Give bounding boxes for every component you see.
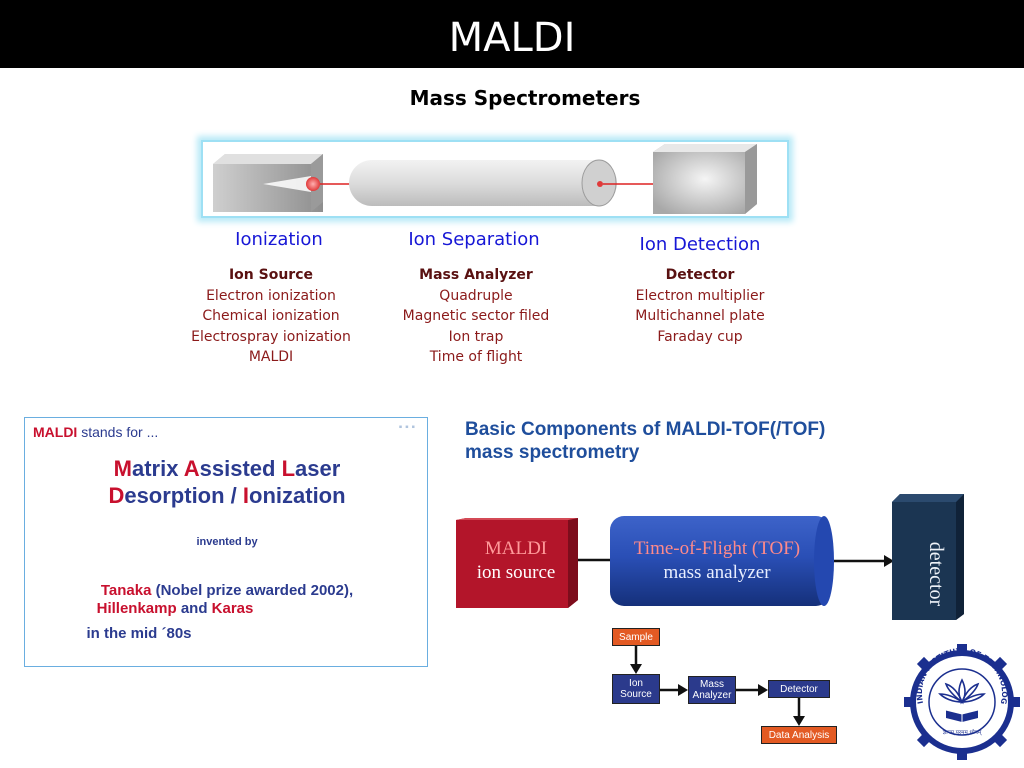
stage-ion-detection: Ion Detection [639, 234, 761, 255]
tanaka-name: Tanaka [100, 582, 152, 599]
mass-analyzer-text-2: Analyzer [692, 690, 732, 701]
maldi-source-label: MALDI ion source [456, 537, 576, 585]
letter-m: M [113, 456, 132, 481]
detector-box [892, 494, 964, 620]
stands-for-text: stands for ... [81, 424, 159, 440]
flow-ion-source: Ion Source [612, 674, 660, 704]
detector-box [653, 144, 757, 214]
lotus-icon [938, 678, 986, 705]
source-title: MALDI [484, 538, 548, 559]
tof-title: Time-of-Flight (TOF) [633, 538, 801, 559]
maldi-word: MALDI [33, 424, 78, 440]
letter-d: D [108, 483, 125, 508]
invented-by: invented by [196, 536, 258, 548]
list-item: Magnetic sector filed [402, 308, 550, 324]
iit-bombay-logo: INDIAN INSTITUTE OF TECHNOLOGY BOMBAY ज्… [902, 640, 1020, 760]
tof-label: Time-of-Flight (TOF) mass analyzer [612, 537, 822, 585]
corner-dots-icon: ▪ ▪ ▪ [398, 422, 415, 433]
letter-i: I [242, 483, 250, 508]
word-atrix: atrix [131, 456, 184, 481]
list-item: Electrospray ionization [191, 328, 351, 345]
and-word: and [176, 600, 212, 617]
tanaka-line: Tanaka (Nobel prize awarded 2002), [25, 582, 429, 599]
flow-mass-analyzer: Mass Analyzer [688, 676, 736, 704]
ion-source-text-2: Source [620, 689, 652, 700]
tof-sub: mass analyzer [663, 562, 771, 583]
column-head: Ion Source [228, 267, 314, 283]
tanaka-note: (Nobel prize awarded 2002), [151, 582, 354, 599]
list-item: Faraday cup [657, 328, 743, 345]
maldi-definition-box: MALDI stands for ... ▪ ▪ ▪ Matrix Assist… [24, 417, 428, 667]
stage-ion-separation: Ion Separation [408, 229, 540, 250]
maldi-tof-diagram [456, 494, 964, 620]
list-item: Multichannel plate [635, 308, 765, 324]
word-ssisted: ssisted [199, 456, 282, 481]
logo-motto: ज्ञानम् परमम् ध्येयम् [943, 729, 982, 736]
flow-arrow-right-2 [736, 684, 768, 696]
column-ion-source: Ion Source Electron ionization Chemical … [180, 265, 362, 368]
column-head: Mass Analyzer [419, 267, 533, 283]
source-sub: ion source [476, 562, 556, 583]
column-detector: Detector Electron multiplier Multichanne… [622, 265, 778, 347]
hillenkamp-name: Hillenkamp [96, 600, 177, 617]
stands-for-line: MALDI stands for ... [33, 424, 158, 440]
letter-l: L [281, 456, 296, 481]
flow-sample: Sample [612, 628, 660, 646]
ionization-point [306, 177, 320, 191]
stage-ionization: Ionization [235, 229, 323, 250]
slide-subtitle: Mass Spectrometers [409, 86, 641, 110]
flow-arrow-down-2 [793, 698, 805, 726]
ion-source-text-1: Ion [629, 678, 643, 689]
hillenkamp-line: Hillenkamp and Karas [0, 600, 377, 617]
word-esorption: esorption / [124, 483, 243, 508]
maldi-source-box [456, 518, 578, 608]
detector-label: detector [925, 541, 947, 607]
title-line-2: mass spectrometry [465, 442, 640, 463]
flow-data-analysis: Data Analysis [761, 726, 837, 744]
flight-tube [349, 160, 617, 206]
list-item: Time of flight [429, 349, 523, 365]
spectrometer-diagram [201, 140, 789, 218]
mass-analyzer-text-1: Mass [700, 679, 724, 690]
slide-title: MALDI [448, 15, 576, 61]
flow-detector: Detector [768, 680, 830, 698]
word-onization: onization [249, 483, 346, 508]
list-item: Quadruple [439, 287, 513, 304]
column-head: Detector [665, 267, 735, 283]
list-item: Ion trap [448, 328, 504, 345]
basic-components-title: Basic Components of MALDI-TOF(/TOF) mass… [465, 418, 825, 464]
list-item: Electron multiplier [635, 287, 765, 304]
karas-name: Karas [211, 600, 254, 617]
list-item: Electron ionization [206, 287, 336, 304]
flow-arrow-right-1 [660, 684, 688, 696]
acronym-line-2: Desorption / Ionization [25, 483, 429, 509]
letter-a: A [183, 456, 200, 481]
list-item: Chemical ionization [202, 308, 340, 324]
list-item: MALDI [248, 349, 294, 365]
title-bar: MALDI [0, 0, 1024, 68]
title-line-1: Basic Components of MALDI-TOF(/TOF) [465, 419, 826, 440]
word-aser: aser [295, 456, 341, 481]
flow-arrow-down-1 [630, 646, 642, 674]
acronym-line-1: Matrix Assisted Laser [25, 456, 429, 482]
tof-cylinder [610, 516, 830, 606]
mid-80s-line: in the mid ´80s [86, 625, 192, 642]
column-mass-analyzer: Mass Analyzer Quadruple Magnetic sector … [392, 265, 560, 368]
ion-source-box [213, 154, 323, 212]
